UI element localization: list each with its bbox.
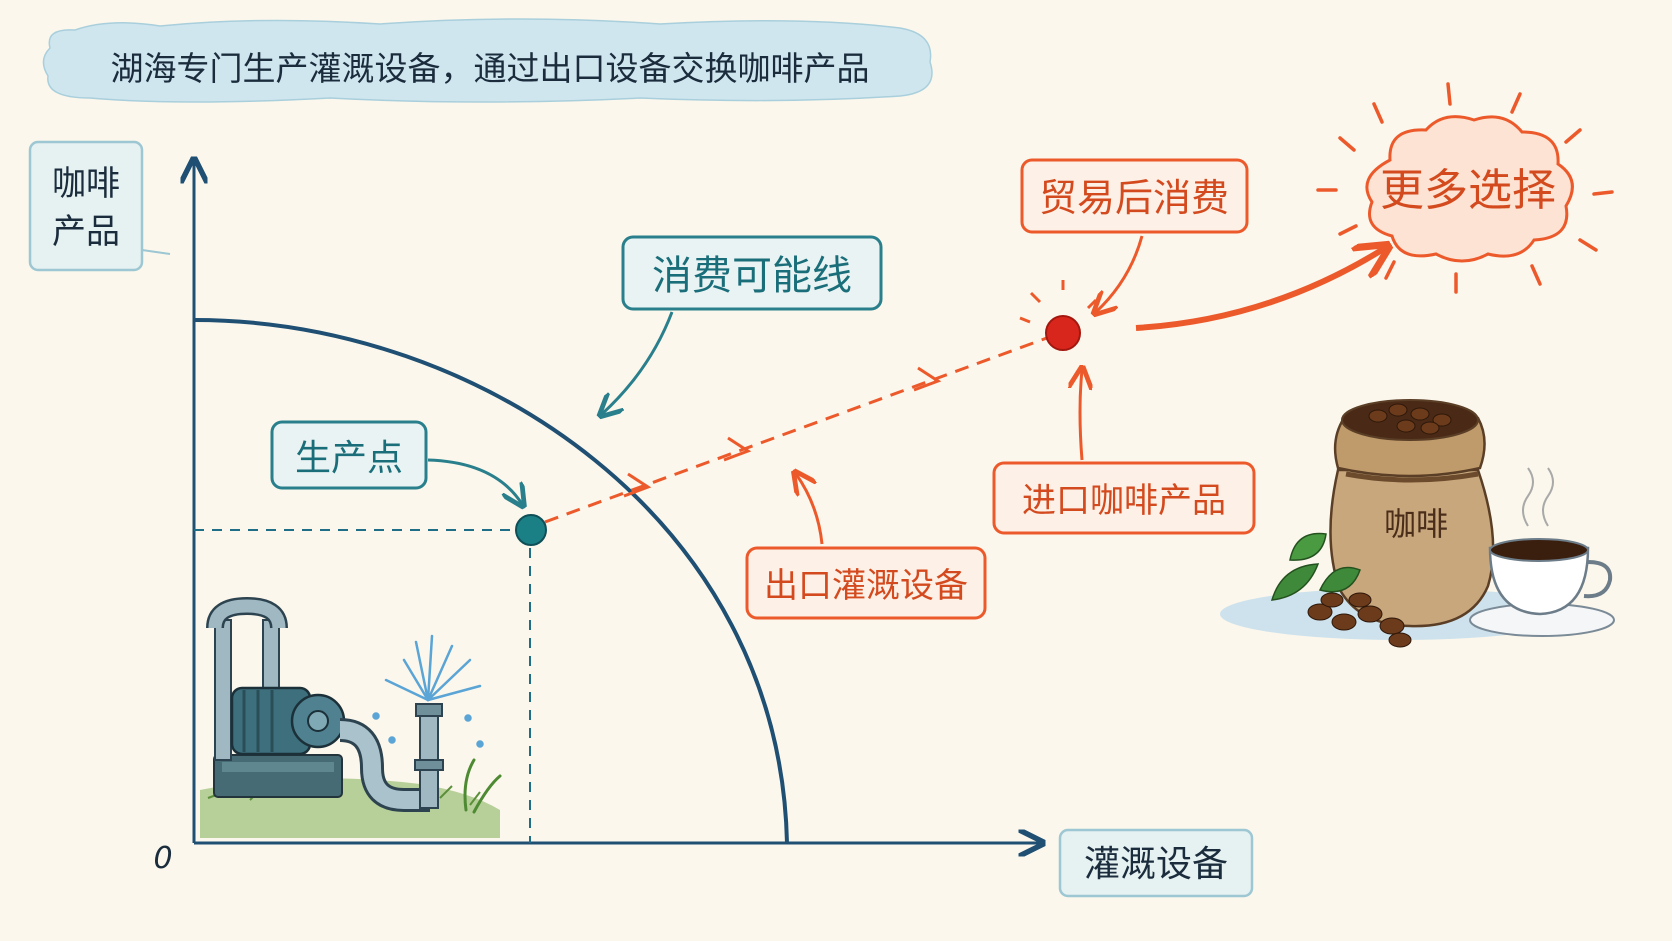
title-banner: 湖海专门生产灌溉设备，通过出口设备交换咖啡产品 <box>42 18 933 103</box>
sun-burst-icon <box>1316 82 1614 294</box>
x-axis-label-box: 灌溉设备 <box>1058 828 1254 898</box>
production-possibility-curve <box>193 318 789 844</box>
more-choices-arrow <box>1135 248 1385 331</box>
y-axis-label-box: 咖啡 产品 <box>28 140 171 272</box>
import-text: 进口咖啡产品 <box>1022 481 1226 521</box>
trade-arrow-3 <box>913 366 942 392</box>
trade-arrow-1 <box>623 472 652 498</box>
x-axis-label: 灌溉设备 <box>1084 844 1228 885</box>
trade-arrow-2 <box>723 436 752 462</box>
production-point-text: 生产点 <box>295 438 403 479</box>
post-trade-text: 贸易后消费 <box>1039 176 1229 220</box>
sprinkler-icon <box>372 634 502 814</box>
origin-label: 0 <box>153 841 172 876</box>
import-label: 进口咖啡产品 <box>992 370 1256 535</box>
title-text: 湖海专门生产灌溉设备，通过出口设备交换咖啡产品 <box>111 49 870 88</box>
consumption-line-pointer <box>602 311 674 414</box>
post-trade-pointer <box>1096 235 1144 312</box>
production-point-pointer <box>427 458 522 504</box>
export-pointer <box>796 474 824 545</box>
export-label: 出口灌溉设备 <box>745 474 987 620</box>
production-point <box>515 514 547 546</box>
trade-line <box>544 333 1056 524</box>
coffee-bag-text: 咖啡 <box>1384 505 1448 543</box>
consumption-line-label: 消费可能线 <box>602 235 883 414</box>
export-text: 出口灌溉设备 <box>764 566 968 606</box>
y-axis-label-line1: 咖啡 <box>52 164 120 204</box>
coffee-bag-icon: 咖啡 <box>1220 399 1580 648</box>
coffee-cup-icon <box>1469 467 1615 637</box>
irrigation-pump-icon <box>200 596 500 838</box>
consumption-line-text: 消费可能线 <box>652 253 852 299</box>
more-choices-text: 更多选择 <box>1380 165 1556 216</box>
y-axis-label-line2: 产品 <box>52 212 120 252</box>
import-pointer <box>1080 370 1082 461</box>
post-trade-label: 贸易后消费 <box>1020 158 1249 312</box>
production-point-label: 生产点 <box>270 420 522 504</box>
post-trade-point <box>1019 280 1098 351</box>
more-choices-cloud: 更多选择 <box>1316 82 1614 294</box>
